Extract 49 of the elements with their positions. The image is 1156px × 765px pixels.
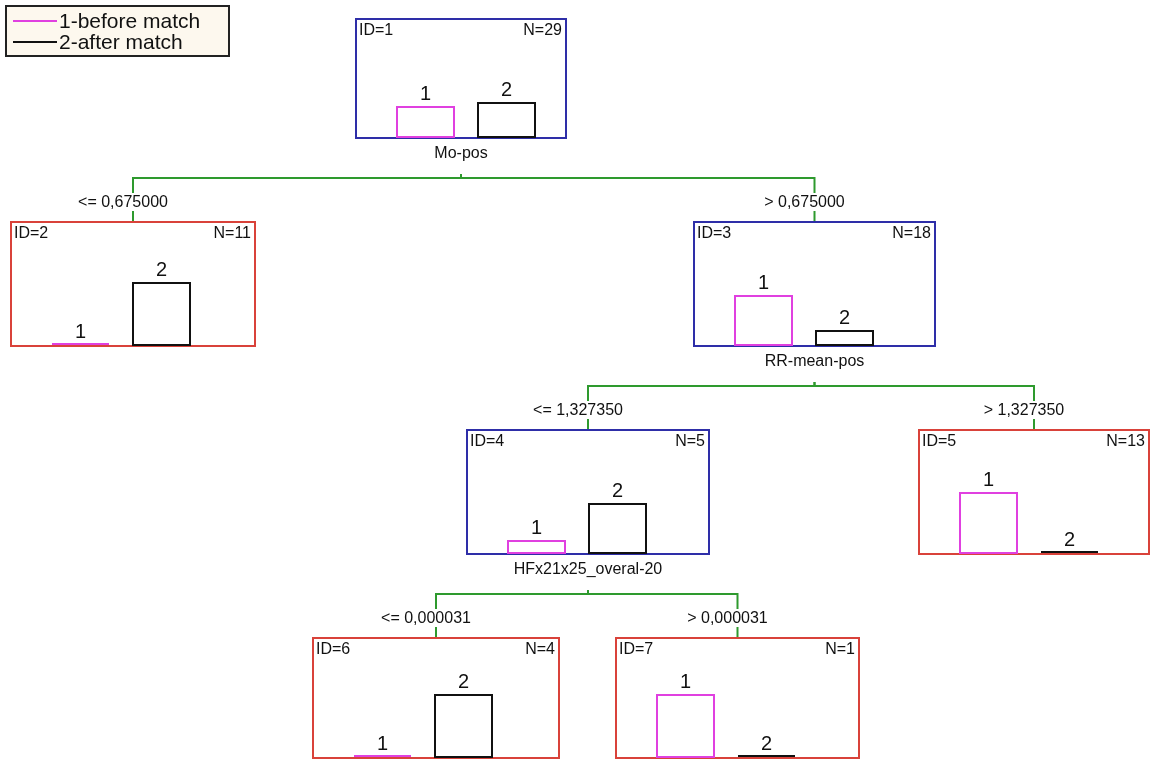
node-id-label: ID=6 (316, 640, 351, 658)
tree-node-box (918, 429, 1150, 555)
bar-label: 1 (982, 468, 995, 490)
split-variable-label: RR-mean-pos (764, 352, 865, 370)
bar-label: 2 (500, 78, 513, 100)
node-id-label: ID=7 (619, 640, 654, 658)
split-variable-label: HFx21x25_overal-20 (513, 560, 663, 578)
count-label: N=13 (1106, 432, 1145, 450)
tree-node-box (693, 221, 936, 347)
node-id-label: ID=5 (922, 432, 957, 450)
count-label: N=5 (675, 432, 705, 450)
edge-label: > 1,327350 (981, 401, 1067, 419)
split-connector (460, 173, 816, 222)
node-id-label: ID=3 (697, 224, 732, 242)
bar-label: 2 (155, 258, 168, 280)
legend-label: 1-before match (59, 10, 201, 31)
edge-label: <= 0,675000 (76, 193, 170, 211)
bar-label: 1 (419, 82, 432, 104)
node-id-label: ID=4 (470, 432, 505, 450)
node-id-label: ID=1 (359, 21, 394, 39)
bar-label: 2 (611, 479, 624, 501)
bar-label: 2 (838, 306, 851, 328)
bar-label: 1 (530, 516, 543, 538)
legend-label: 2-after match (59, 31, 183, 52)
bar-label: 2 (1063, 528, 1076, 550)
count-label: N=11 (213, 224, 251, 242)
bar-label: 1 (757, 271, 770, 293)
tree-node-box (615, 637, 860, 759)
tree-node-box (466, 429, 710, 555)
bar-label: 2 (760, 732, 773, 754)
bar-label: 2 (457, 670, 470, 692)
edge-label: <= 1,327350 (531, 401, 625, 419)
tree-node-box (10, 221, 256, 347)
tree-node-box (355, 18, 567, 139)
split-connector (813, 381, 1035, 430)
count-label: N=1 (825, 640, 855, 658)
edge-label: <= 0,000031 (379, 609, 473, 627)
bar-label: 1 (376, 732, 389, 754)
tree-node-box (312, 637, 560, 759)
bar-label: 1 (74, 320, 87, 342)
split-connector (587, 589, 739, 638)
count-label: N=4 (525, 640, 555, 658)
count-label: N=29 (523, 21, 562, 39)
node-id-label: ID=2 (14, 224, 49, 242)
bar-label: 1 (679, 670, 692, 692)
edge-label: > 0,675000 (762, 193, 847, 211)
count-label: N=18 (892, 224, 931, 242)
edge-label: > 0,000031 (685, 609, 770, 627)
split-variable-label: Mo-pos (434, 144, 488, 162)
